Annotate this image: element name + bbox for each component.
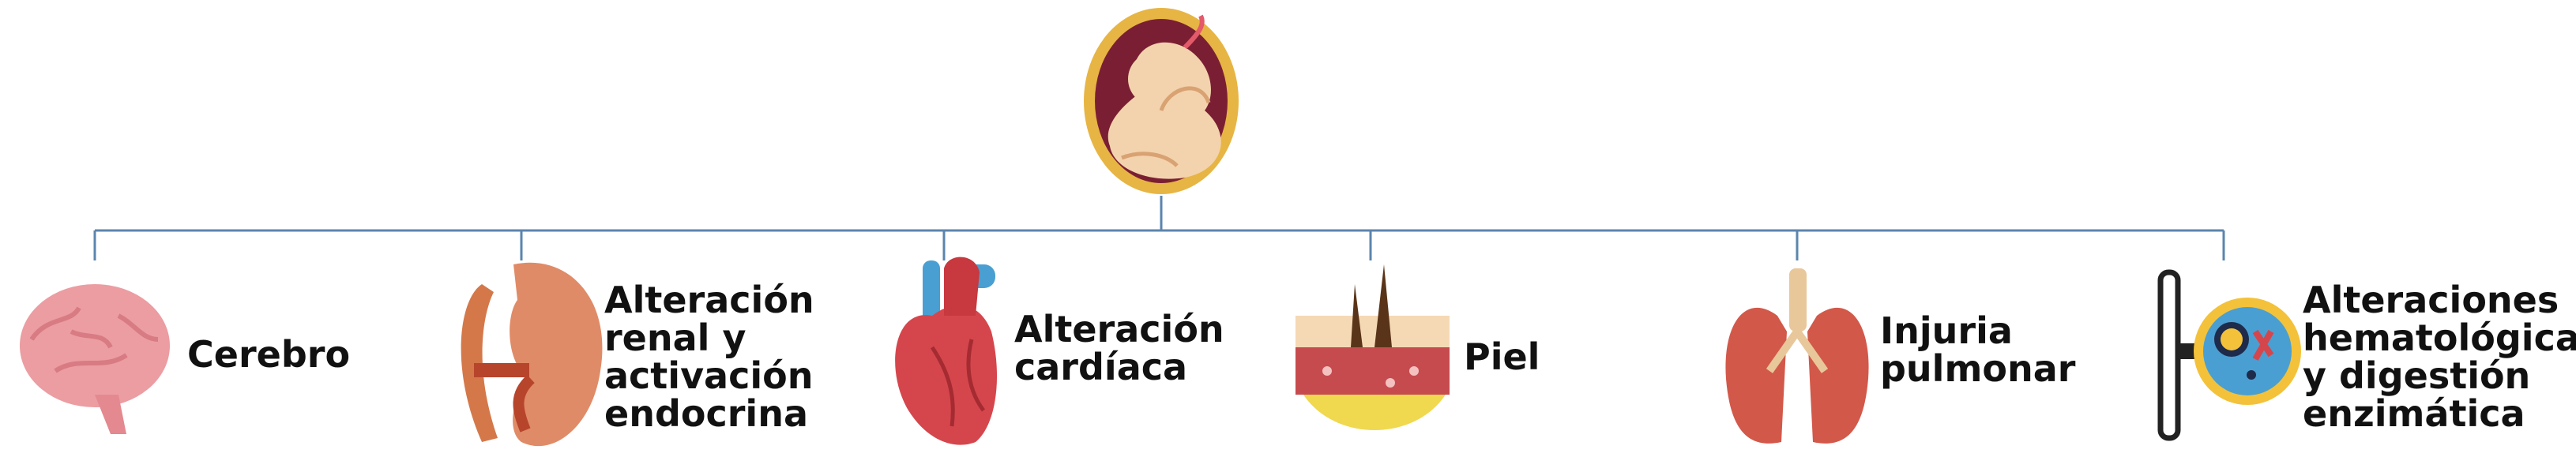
label-line: Alteraciones [2303, 279, 2559, 321]
label-line: activación [604, 354, 814, 397]
kidney-icon [461, 262, 603, 447]
heart-icon [895, 257, 998, 445]
label-line: hematológicas [2303, 317, 2576, 359]
label-line: Alteración [1014, 308, 1224, 350]
label-line: enzimática [2303, 392, 2525, 435]
blood-cell-icon [2157, 269, 2301, 441]
label-pulmonar: Injuria pulmonar [1880, 312, 2075, 388]
label-renal: Alteración renal y activación endocrina [604, 281, 814, 433]
label-cerebro: Cerebro [187, 335, 350, 373]
label-line: Injuria [1880, 309, 2013, 352]
label-cardiaca: Alteración cardíaca [1014, 310, 1224, 386]
label-piel: Piel [1464, 338, 1540, 376]
label-line: y digestión [2303, 354, 2531, 397]
lungs-icon [1725, 268, 1869, 444]
fetus-icon [1084, 8, 1239, 194]
connector-lines [93, 196, 2225, 260]
label-line: Cerebro [187, 333, 351, 376]
skin-icon [1296, 264, 1450, 430]
brain-icon [20, 284, 170, 434]
label-line: pulmonar [1880, 347, 2076, 390]
label-line: Alteración [604, 279, 814, 321]
label-line: Piel [1464, 335, 1540, 378]
label-line: renal y [604, 317, 746, 359]
label-hematologicas: Alteraciones hematológicas y digestión e… [2303, 281, 2576, 433]
label-line: endocrina [604, 392, 808, 435]
label-line: cardíaca [1014, 346, 1188, 388]
